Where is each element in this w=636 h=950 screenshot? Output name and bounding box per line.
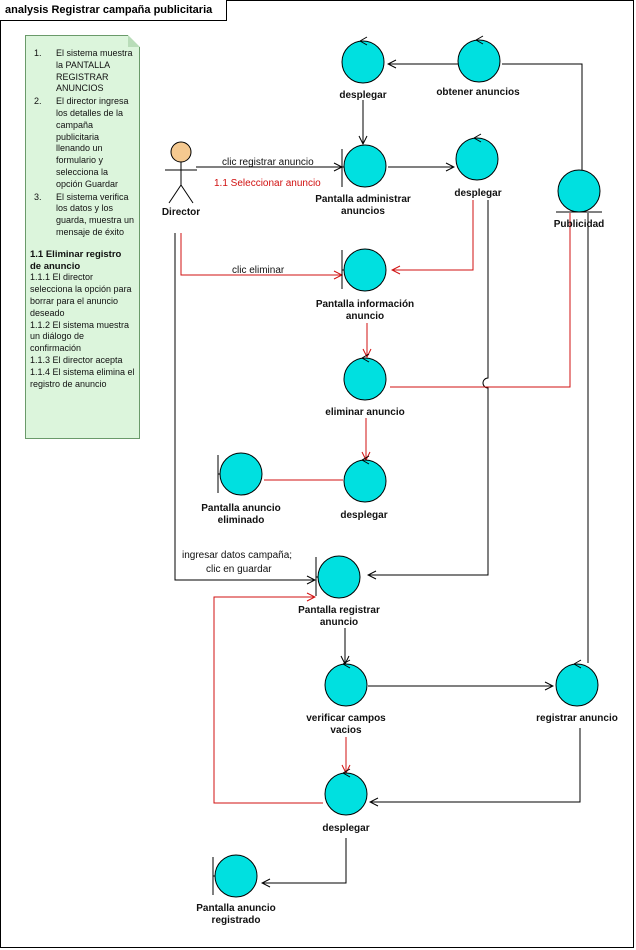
msg-seleccionar: 1.1 Seleccionar anuncio [214,178,321,189]
edge-loop-back-to-registrar [213,596,323,804]
control-registrar-anuncio[interactable] [555,659,599,707]
note-alt-heading: 1.1 Eliminar registro de anuncio [30,248,122,272]
edge-desplegar-to-registrado [262,838,347,884]
boundary-icon [343,144,387,188]
label-eliminado-1: Pantalla anuncio [201,503,280,514]
edge-registrar-anuncio-to-desplegar [380,728,581,803]
label-desplegar-elim: desplegar [340,510,387,521]
boundary-pantalla-registrado[interactable] [212,854,258,898]
control-eliminar-anuncio[interactable] [343,353,387,401]
control-desplegar-top[interactable] [341,36,385,84]
control-icon [324,772,368,816]
label-info-1: Pantalla información [316,299,414,310]
edge-desplegar-to-registrar [368,200,489,576]
entity-icon [557,169,601,213]
control-icon [324,663,368,707]
control-desplegar-bottom[interactable] [324,768,368,816]
boundary-icon [343,248,387,292]
control-obtener-anuncios[interactable] [457,35,501,83]
msg-clic-registrar: clic registrar anuncio [222,157,314,168]
note-step-1: 1.El sistema muestra la PANTALLA REGISTR… [34,48,133,94]
note-alt-step-3: 1.1.3 El director acepta [30,354,123,365]
note-box: 1.El sistema muestra la PANTALLA REGISTR… [25,35,140,439]
control-icon [555,663,599,707]
frame-title: analysis Registrar campaña publicitaria [0,0,228,21]
label-admin-1: Pantalla administrar [315,194,411,205]
boundary-pantalla-admin[interactable] [341,144,387,188]
label-publicidad: Publicidad [554,219,605,230]
actor-label: Director [162,207,200,218]
boundary-icon [317,555,361,599]
label-registrar-anuncio: registrar anuncio [536,713,618,724]
actor-head-icon [170,141,192,163]
entity-publicidad[interactable] [556,169,602,213]
label-verificar-1: verificar campos [306,713,386,724]
boundary-icon [214,854,258,898]
note-alt-step-1: 1.1.1 El director selecciona la opción p… [30,272,132,318]
edge-publicidad-to-obtener [502,63,583,170]
control-desplegar-mid[interactable] [455,133,499,181]
label-registrado-2: registrado [212,915,261,926]
label-registrar-2: anuncio [320,617,358,628]
label-eliminado-2: eliminado [218,515,265,526]
label-eliminar-anuncio: eliminar anuncio [325,407,404,418]
boundary-pantalla-registrar[interactable] [315,555,361,599]
control-icon [343,357,387,401]
boundary-pantalla-eliminado[interactable] [217,452,263,496]
msg-clic-eliminar: clic eliminar [232,265,285,276]
control-icon [341,40,385,84]
edge-actor-to-info [180,233,342,276]
label-desplegar-mid: desplegar [454,188,501,199]
msg-ingresar-2: clic en guardar [206,564,272,575]
actor-director[interactable] [165,141,197,204]
boundary-icon [219,452,263,496]
control-icon [457,39,501,83]
note-alt-step-2: 1.1.2 El sistema muestra un diálogo de c… [30,319,130,354]
msg-ingresar-1: ingresar datos campaña; [182,550,292,561]
label-desplegar-top: desplegar [339,90,386,101]
control-icon [343,459,387,503]
label-desplegar-bottom: desplegar [322,823,369,834]
note-step-2: 2.El director ingresa los detalles de la… [34,96,129,189]
label-registrar-1: Pantalla registrar [298,605,380,616]
note-alt-step-4: 1.1.4 El sistema elimina el registro de … [30,366,135,389]
note-fold [128,35,140,47]
control-verificar-campos[interactable] [324,659,368,707]
control-desplegar-elim[interactable] [343,455,387,503]
label-info-2: anuncio [346,311,384,322]
edge-actor-to-registrar [174,233,315,581]
connectors-alt [180,200,571,804]
label-obtener-anuncios: obtener anuncios [436,87,520,98]
connectors-main [174,63,589,884]
edge-desplegar-to-info [392,200,474,271]
boundary-pantalla-info[interactable] [341,248,387,292]
label-registrado-1: Pantalla anuncio [196,903,275,914]
note-steps: 1.El sistema muestra la PANTALLA REGISTR… [30,48,135,239]
edge-eliminar-to-publicidad [390,213,571,388]
note-step-3: 3.El sistema verifica los datos y los gu… [34,191,135,237]
control-icon [455,137,499,181]
label-admin-2: anuncios [341,206,385,217]
label-verificar-2: vacios [330,725,362,736]
